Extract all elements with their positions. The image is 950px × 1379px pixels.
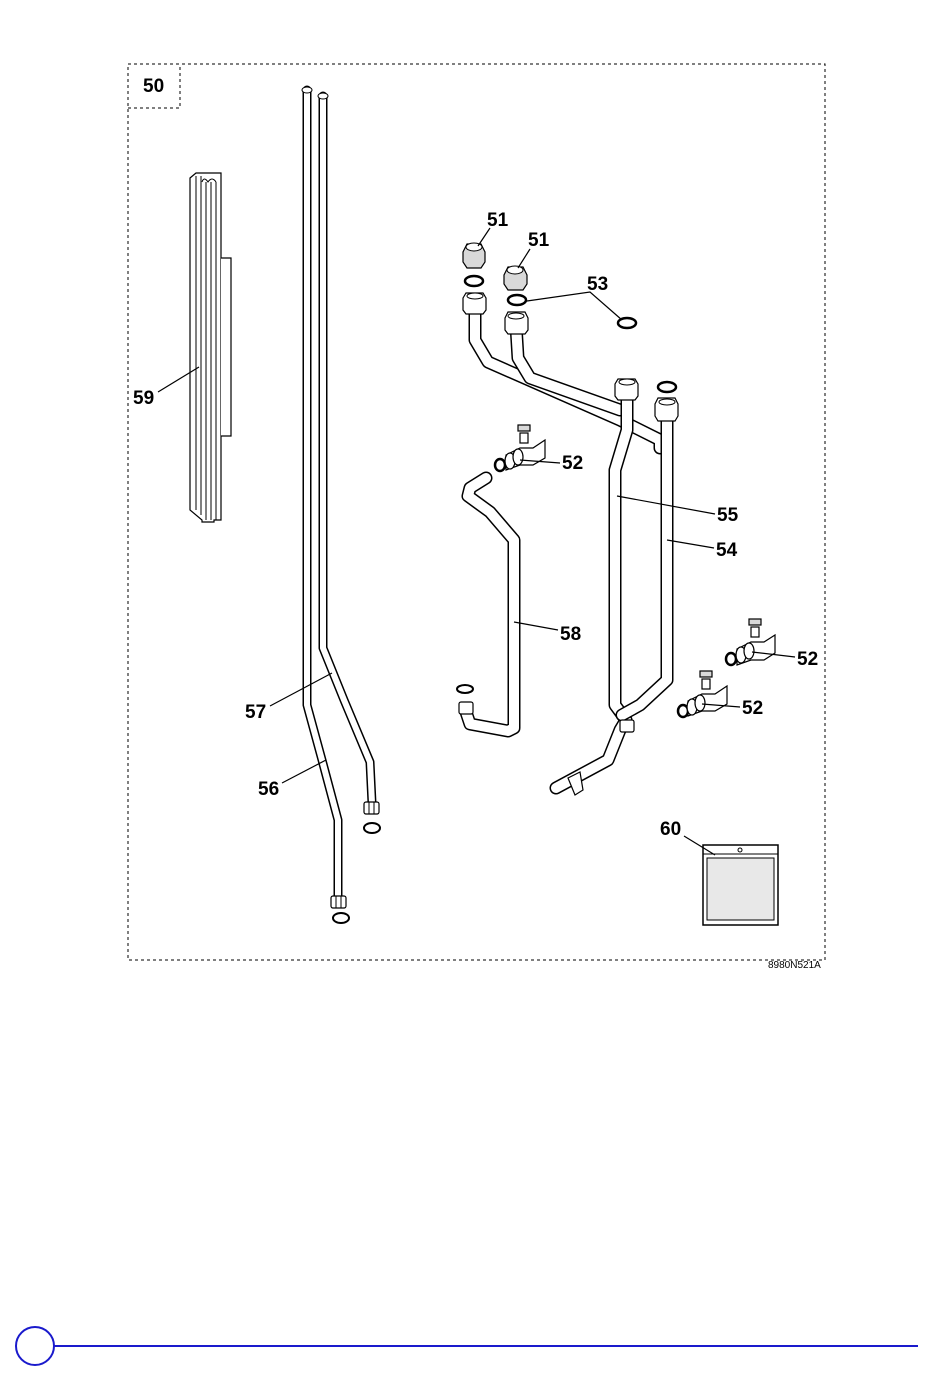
callout-53: 53 [587, 274, 608, 295]
callout-54: 54 [716, 540, 738, 561]
leader-54 [667, 540, 714, 548]
part-57-pipe [318, 93, 380, 833]
callout-56: 56 [258, 779, 279, 800]
callout-52c: 52 [742, 698, 763, 719]
page-marker-circle [16, 1327, 54, 1365]
leader-53 [527, 292, 622, 320]
callout-52a: 52 [562, 453, 583, 474]
callout-59: 59 [133, 388, 154, 409]
leader-51b [518, 249, 530, 268]
drawing-code: 8980N521A [768, 960, 821, 971]
group-label: 50 [143, 76, 164, 97]
callout-60: 60 [660, 819, 681, 840]
callout-51a: 51 [487, 210, 509, 231]
leader-56 [282, 760, 326, 783]
callout-57: 57 [245, 702, 266, 723]
part-52-valve-lower [678, 671, 727, 717]
leader-58 [514, 622, 558, 630]
part-52-valve-top [495, 425, 545, 471]
callout-51b: 51 [528, 230, 550, 251]
part-60-document-bag [703, 845, 778, 925]
callout-58: 58 [560, 624, 581, 645]
part-51-cap-right [504, 266, 527, 305]
callout-52b: 52 [797, 649, 818, 670]
leader-57 [270, 673, 332, 706]
callout-55: 55 [717, 505, 739, 526]
part-58-pipe [457, 478, 514, 731]
part-51-cap-left [463, 243, 485, 286]
part-52-valve-right [726, 619, 775, 665]
part-59-profile-rail [190, 173, 231, 522]
